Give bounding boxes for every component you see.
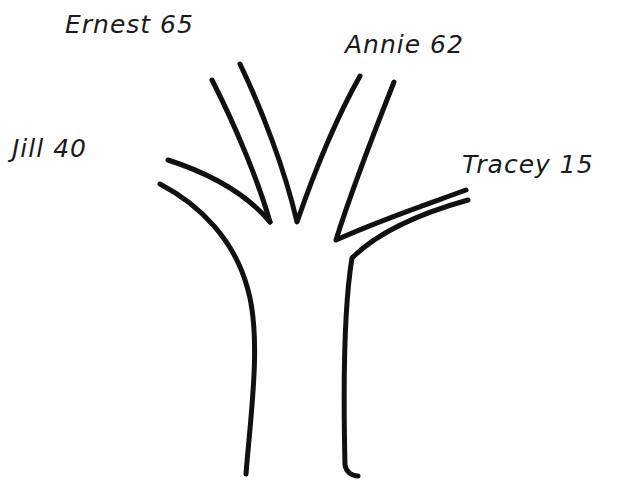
person-label: Tracey 15 [462,150,594,179]
branch-jill [168,160,270,222]
branch-ernest-left [212,80,270,222]
person-label: Jill 40 [12,134,87,163]
trunk-right [344,200,468,476]
branch-ernest-annie [240,64,360,222]
person-label: Annie 62 [345,30,464,59]
branch-annie-tracey [336,82,466,240]
trunk-left [160,184,255,474]
person-label: Ernest 65 [65,10,194,39]
